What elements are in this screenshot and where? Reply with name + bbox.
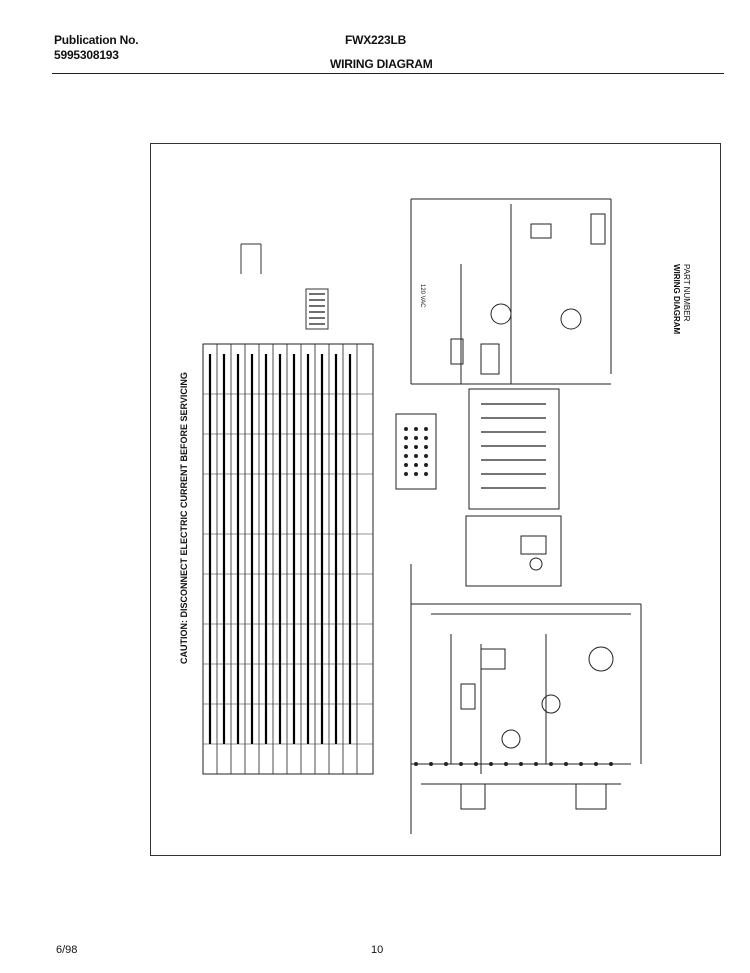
publication-label: Publication No. (54, 33, 139, 47)
motor-schematic (410, 198, 612, 385)
supply-label: 120 VAC (419, 284, 425, 308)
model-number: FWX223LB (345, 33, 407, 47)
publication-number: 5995308193 (54, 48, 119, 62)
notes-block (240, 243, 329, 330)
footer-date: 6/98 (56, 944, 78, 956)
caution-text: CAUTION: DISCONNECT ELECTRIC CURRENT BEF… (179, 372, 189, 664)
document-title: WIRING DIAGRAM (330, 57, 433, 71)
page-number: 10 (371, 944, 384, 956)
switch-detail (465, 515, 562, 587)
header-rule (52, 73, 724, 74)
side-subtitle: PART NUMBER (682, 264, 691, 322)
wiring-diagram-frame: CAUTION: DISCONNECT ELECTRIC CURRENT BEF… (150, 143, 721, 856)
legend-box (468, 388, 560, 510)
control-schematic (410, 564, 642, 834)
wiring-diagram-graphic: CAUTION: DISCONNECT ELECTRIC CURRENT BEF… (179, 198, 691, 834)
connector-block (395, 413, 437, 490)
timer-chart (202, 343, 374, 775)
side-title: WIRING DIAGRAM (672, 264, 681, 335)
